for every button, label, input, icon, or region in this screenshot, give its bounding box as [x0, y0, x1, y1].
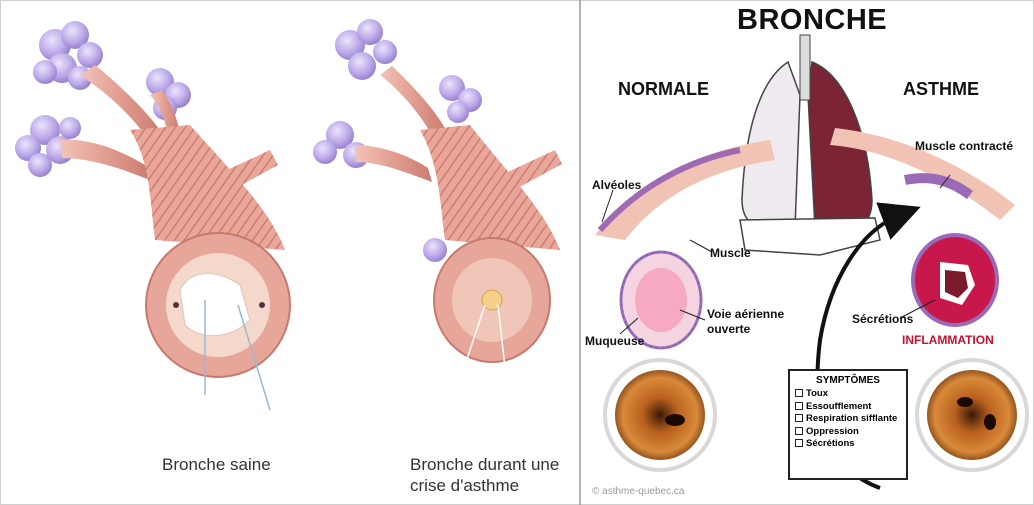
healthy-bronchus-illustration: [15, 21, 290, 410]
label-muqueuse: Muqueuse: [585, 334, 644, 348]
label-muscle: Muscle: [710, 246, 751, 260]
asthma-bronchus-illustration: [313, 19, 562, 395]
caption-asthma-bronchus-line1: Bronche durant une: [410, 455, 559, 475]
diagram-title: BRONCHE: [737, 4, 887, 37]
symptom-item: Essoufflement: [795, 401, 901, 414]
symptom-item: Oppression: [795, 426, 901, 439]
symptom-item: Toux: [795, 388, 901, 401]
symptoms-box: SYMPTÔMES Toux Essoufflement Respiration…: [788, 369, 908, 480]
checkbox-icon: [795, 439, 803, 447]
label-voie-aerienne: Voie aérienne: [707, 307, 784, 321]
label-muscle-contracte: Muscle contracté: [915, 139, 1013, 153]
endoscopic-view-asthma: [917, 360, 1027, 470]
checkbox-icon: [795, 414, 803, 422]
symptom-item: Respiration sifflante: [795, 413, 901, 426]
checkbox-icon: [795, 427, 803, 435]
label-secretions: Sécrétions: [852, 312, 913, 326]
heading-normal: NORMALE: [618, 79, 709, 100]
label-alveoles: Alvéoles: [592, 178, 641, 192]
label-ouverte: ouverte: [707, 322, 750, 336]
symptom-item: Sécrétions: [795, 438, 901, 451]
watermark-credit: © asthme-quebec.ca: [592, 486, 684, 497]
caption-asthma-bronchus-line2: crise d'asthme: [410, 476, 519, 496]
checkbox-icon: [795, 402, 803, 410]
checkbox-icon: [795, 389, 803, 397]
symptoms-title: SYMPTÔMES: [795, 375, 901, 386]
caption-healthy-bronchus: Bronche saine: [162, 455, 271, 475]
label-inflammation: INFLAMMATION: [902, 333, 994, 347]
heading-asthma: ASTHME: [903, 79, 979, 100]
endoscopic-view-normal: [605, 360, 715, 470]
